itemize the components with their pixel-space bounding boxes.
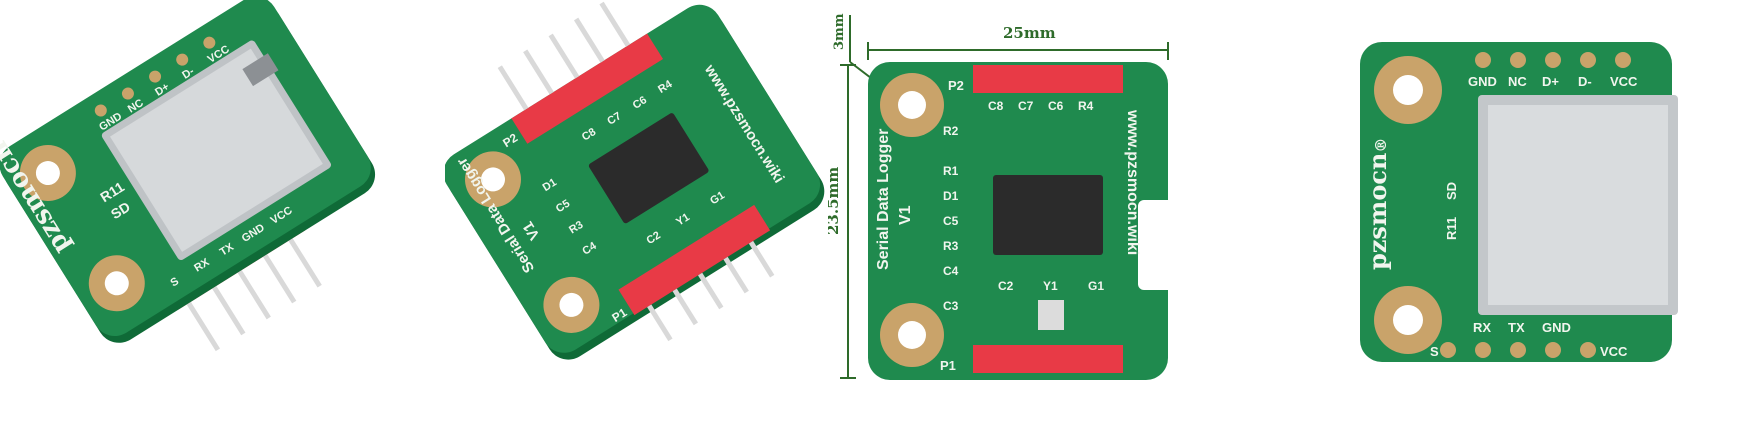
board-view-angled-logger-side: Serial Data Logger V1 www.pzsmocn.wiki P… bbox=[445, 1, 825, 360]
pin-label: GND bbox=[1542, 320, 1571, 335]
board-title: Serial Data Logger bbox=[875, 129, 892, 270]
dimension-height-label: 23.5mm bbox=[828, 167, 842, 235]
silk-c4: C4 bbox=[943, 264, 959, 278]
dimension-width: 25mm bbox=[867, 24, 1169, 60]
pin-label: TX bbox=[1508, 320, 1525, 335]
silk-c7: C7 bbox=[1018, 99, 1034, 113]
silk-sd: SD bbox=[1444, 182, 1459, 200]
pin-label: VCC bbox=[1600, 344, 1628, 359]
silk-c6: C6 bbox=[1048, 99, 1064, 113]
header-p2 bbox=[973, 65, 1123, 93]
silk-c2: C2 bbox=[998, 279, 1014, 293]
top-pin-pads bbox=[94, 36, 216, 117]
dimension-hole-offset-label: 3mm bbox=[832, 13, 847, 50]
pin-label: D+ bbox=[1542, 74, 1559, 89]
header-p1 bbox=[973, 345, 1123, 373]
pin-label: NC bbox=[1508, 74, 1527, 89]
silk-c3: C3 bbox=[943, 299, 959, 313]
silk-y1: Y1 bbox=[1043, 279, 1058, 293]
dimension-width-label: 25mm bbox=[1003, 24, 1056, 42]
silk-r4: R4 bbox=[1078, 99, 1094, 113]
website-label: www.pzsmocn.wiki bbox=[1124, 109, 1141, 255]
pin-label: RX bbox=[1473, 320, 1491, 335]
silk-r11: R11 bbox=[1444, 217, 1459, 240]
pin-label: D- bbox=[1578, 74, 1592, 89]
silk-c8: C8 bbox=[988, 99, 1004, 113]
bottom-pin-pads bbox=[1440, 342, 1596, 358]
ic-chip bbox=[588, 113, 709, 224]
silk-p2: P2 bbox=[948, 78, 964, 93]
silk-r1: R1 bbox=[943, 164, 959, 178]
silk-d1: D1 bbox=[943, 189, 959, 203]
board-view-dimensions: 25mm 23.5mm 3mm Serial Data Logger V1 bbox=[828, 13, 1178, 380]
silk-p1: P1 bbox=[609, 305, 629, 325]
top-pin-pads bbox=[1475, 52, 1631, 68]
board-version: V1 bbox=[897, 205, 914, 225]
pin-label: S bbox=[1430, 344, 1439, 359]
pin-label: GND bbox=[1468, 74, 1497, 89]
ic-chip bbox=[993, 175, 1103, 255]
header-p1 bbox=[618, 204, 775, 342]
pin-label: VCC bbox=[1610, 74, 1638, 89]
silk-g1: G1 bbox=[1088, 279, 1104, 293]
crystal-y1 bbox=[1038, 300, 1064, 330]
brand-logo: pzsmocn® bbox=[1363, 138, 1392, 270]
silk-c5: C5 bbox=[943, 214, 959, 228]
silk-r3: R3 bbox=[943, 239, 959, 253]
dimension-height: 23.5mm bbox=[828, 64, 856, 379]
silk-p2: P2 bbox=[500, 130, 520, 150]
silk-p1: P1 bbox=[940, 358, 956, 373]
header-p2 bbox=[497, 1, 664, 144]
silk-r2: R2 bbox=[943, 124, 959, 138]
board-view-angled-sd-side: pzsmocn® R11 SD GND NC D+ D- VCC S RX TX… bbox=[0, 0, 376, 352]
board-view-sd-side: GND NC D+ D- VCC S RX TX GND VCC pzsmocn… bbox=[1360, 42, 1678, 362]
